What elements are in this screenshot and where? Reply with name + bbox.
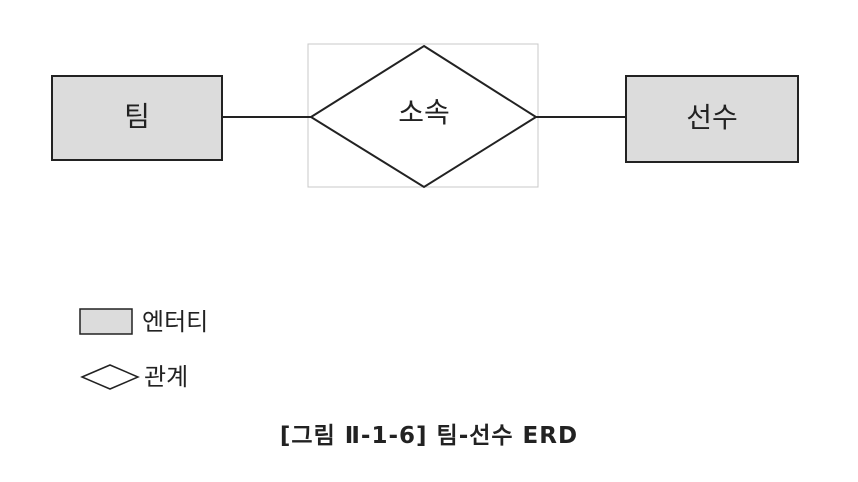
- entity-team: 팀: [51, 75, 223, 161]
- entity-player-box: [625, 75, 799, 163]
- entity-team-label: 팀: [124, 100, 150, 133]
- relationship-diamond: [309, 44, 538, 189]
- entity-player: 선수: [625, 75, 799, 163]
- legend-relationship-label: 관계: [144, 363, 188, 391]
- legend-relationship-swatch: [80, 364, 140, 390]
- figure-caption: [그림 Ⅱ-1-6] 팀-선수 ERD: [279, 423, 579, 449]
- entity-team-box: [51, 75, 223, 161]
- legend-entity-swatch: [79, 308, 133, 335]
- relationship-label: 소속: [398, 96, 450, 129]
- entity-player-label: 선수: [686, 101, 738, 134]
- legend: 엔터티 관계: [79, 308, 208, 391]
- relationship-affiliation: 소속: [309, 44, 538, 189]
- legend-entity-label: 엔터티: [142, 308, 208, 336]
